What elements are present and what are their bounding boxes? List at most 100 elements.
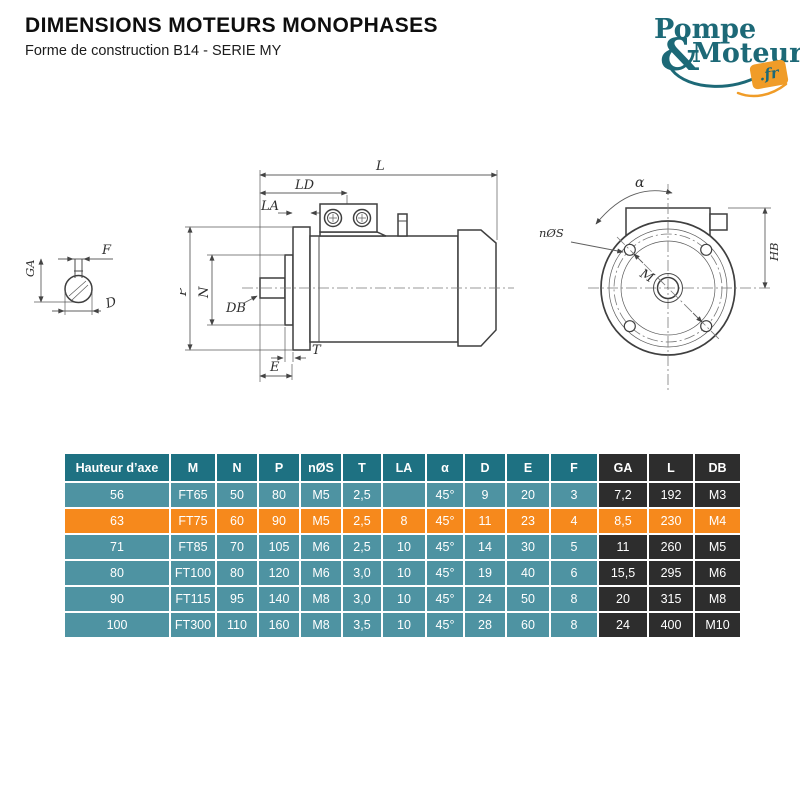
dim-label-hb: HB [767, 243, 781, 262]
table-cell: 2,5 [341, 533, 383, 561]
table-cell: 45° [425, 611, 465, 639]
table-cell: 9 [463, 481, 507, 509]
table-cell: 15,5 [597, 559, 649, 587]
dim-label-alpha: α [635, 175, 645, 191]
table-cell: 40 [505, 559, 551, 587]
table-cell: 10 [381, 611, 427, 639]
dim-label-db: DB [225, 301, 246, 316]
dim-label-e: E [269, 360, 280, 375]
table-cell: 7,2 [597, 481, 649, 509]
table-cell: FT300 [169, 611, 217, 639]
table-cell: 60 [505, 611, 551, 639]
table-cell: 56 [63, 481, 171, 509]
table-cell: 160 [257, 611, 301, 639]
table-cell: 2,5 [341, 481, 383, 509]
table-cell: 80 [215, 559, 259, 587]
column-header-10: F [549, 452, 599, 483]
table-cell: 45° [425, 481, 465, 509]
table-cell: 3,0 [341, 585, 383, 613]
table-cell: 90 [257, 507, 301, 535]
table-cell: 70 [215, 533, 259, 561]
column-header-3: P [257, 452, 301, 483]
table-cell: 45° [425, 533, 465, 561]
dim-label-ga: GA [23, 260, 37, 278]
table-cell: 8 [549, 611, 599, 639]
table-cell: 19 [463, 559, 507, 587]
dim-label-ld: LD [294, 178, 315, 193]
table-cell: M6 [299, 533, 343, 561]
column-header-6: LA [381, 452, 427, 483]
table-cell: FT85 [169, 533, 217, 561]
table-cell: 80 [63, 559, 171, 587]
dim-label-p: P [180, 287, 190, 297]
table-cell: 95 [215, 585, 259, 613]
table-cell: 11 [597, 533, 649, 561]
dim-label-d: D [103, 295, 118, 313]
table-cell: 6 [549, 559, 599, 587]
table-cell: 295 [647, 559, 695, 587]
table-cell: 24 [597, 611, 649, 639]
table-cell: M4 [693, 507, 742, 535]
table-cell: 50 [215, 481, 259, 509]
table-cell: 60 [215, 507, 259, 535]
page-subtitle: Forme de construction B14 - SERIE MY [25, 43, 282, 59]
table-cell: 10 [381, 585, 427, 613]
table-cell: 3 [549, 481, 599, 509]
logo-text-pompe: Pompe [654, 14, 757, 45]
table-cell: 2,5 [341, 507, 383, 535]
table-cell: 105 [257, 533, 301, 561]
table-cell: FT100 [169, 559, 217, 587]
dim-label-f: F [101, 243, 112, 258]
column-header-4: nØS [299, 452, 343, 483]
table-cell: 14 [463, 533, 507, 561]
table-cell: M5 [693, 533, 742, 561]
table-cell: 20 [597, 585, 649, 613]
table-cell: 120 [257, 559, 301, 587]
table-cell: 90 [63, 585, 171, 613]
table-cell: 80 [257, 481, 301, 509]
table-cell: 192 [647, 481, 695, 509]
table-cell: 71 [63, 533, 171, 561]
column-header-9: E [505, 452, 551, 483]
table-cell: 5 [549, 533, 599, 561]
table-cell: 260 [647, 533, 695, 561]
dim-label-nos: nØS [539, 226, 564, 240]
column-header-11: GA [597, 452, 649, 483]
table-cell: 50 [505, 585, 551, 613]
table-cell: 45° [425, 559, 465, 587]
table-cell: 8 [549, 585, 599, 613]
table-cell: 315 [647, 585, 695, 613]
page-title: DIMENSIONS MOTEURS MONOPHASES [25, 14, 438, 37]
table-cell: 30 [505, 533, 551, 561]
table-cell: 24 [463, 585, 507, 613]
table-cell: M3 [693, 481, 742, 509]
dim-label-t: T [312, 343, 322, 358]
shaft-section-diagram: F GA D [23, 243, 119, 315]
table-cell: FT65 [169, 481, 217, 509]
column-header-7: α [425, 452, 465, 483]
table-cell: 4 [549, 507, 599, 535]
table-cell: 20 [505, 481, 551, 509]
table-cell: 10 [381, 533, 427, 561]
table-cell: M5 [299, 481, 343, 509]
logo-ampersand: & [660, 30, 700, 81]
table-cell: 3,5 [341, 611, 383, 639]
table-cell: 110 [215, 611, 259, 639]
column-header-1: M [169, 452, 217, 483]
table-cell: M10 [693, 611, 742, 639]
motor-side-view-diagram: L LD LA P N DB T E [180, 159, 514, 382]
column-header-13: DB [693, 452, 742, 483]
column-header-12: L [647, 452, 695, 483]
table-cell: 63 [63, 507, 171, 535]
table-cell: 400 [647, 611, 695, 639]
table-cell: 45° [425, 585, 465, 613]
dim-label-l: L [375, 159, 385, 174]
